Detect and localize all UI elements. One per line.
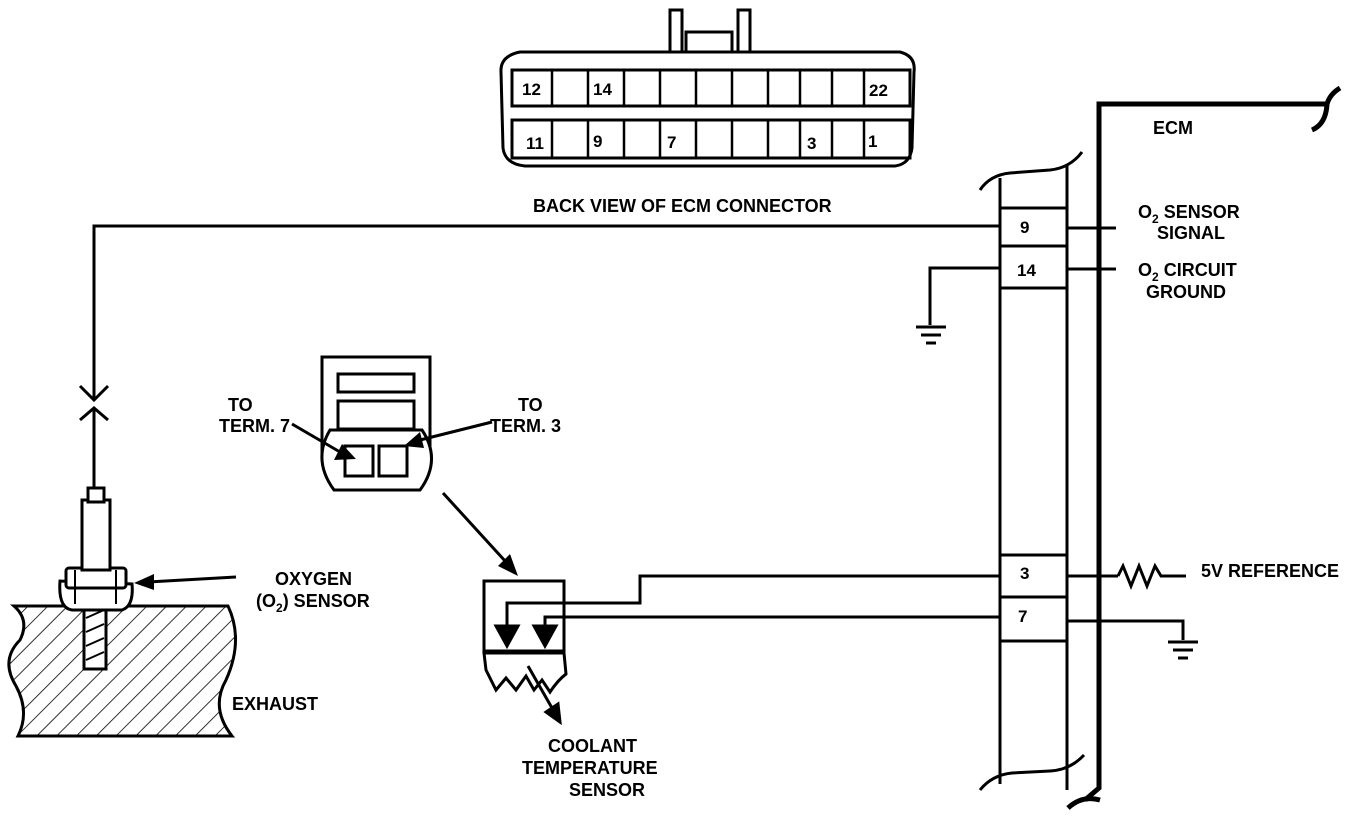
to-term3-label-line2: TERM. 3 bbox=[490, 416, 561, 436]
connector-to-sensor-arrow bbox=[441, 491, 518, 576]
o2-signal-wire bbox=[78, 224, 1000, 488]
cavity-label-11: 11 bbox=[526, 134, 544, 153]
reference-label: 5V REFERENCE bbox=[1201, 561, 1339, 581]
terminal-14: 14 bbox=[1017, 261, 1036, 280]
coolant-sensor-connector bbox=[320, 355, 433, 492]
terminal-3: 3 bbox=[1020, 564, 1029, 583]
ecm-harness bbox=[978, 151, 1086, 791]
o2-signal-label-line2: SIGNAL bbox=[1157, 223, 1225, 243]
to-term7-label-line2: TERM. 7 bbox=[219, 416, 290, 436]
connector-cavities bbox=[550, 70, 866, 158]
ground-symbol-ecm bbox=[1168, 640, 1198, 660]
cavity-label-3: 3 bbox=[807, 134, 816, 153]
oxygen-sensor-pointer bbox=[134, 574, 237, 590]
o2-ground-wire bbox=[916, 266, 1000, 345]
cavity-label-14: 14 bbox=[593, 80, 612, 99]
o2-signal-label-line1: O2 SENSOR bbox=[1138, 202, 1240, 226]
resistor-symbol bbox=[1116, 561, 1186, 591]
ecm-label: ECM bbox=[1153, 118, 1193, 138]
oxygen-sensor bbox=[58, 486, 134, 671]
coolant-sensor-label-line1: COOLANT bbox=[548, 736, 637, 756]
coolant-sensor-label-line3: SENSOR bbox=[569, 780, 645, 800]
oxygen-sensor-label-line2: (O2) SENSOR bbox=[256, 591, 370, 615]
cavity-label-7: 7 bbox=[667, 133, 676, 152]
coolant-sensor-label-line2: TEMPERATURE bbox=[522, 758, 658, 778]
exhaust-pipe bbox=[7, 604, 238, 738]
connector-caption: BACK VIEW OF ECM CONNECTOR bbox=[533, 196, 832, 216]
coolant-sensor-wires bbox=[505, 574, 1000, 626]
cavity-label-22: 22 bbox=[869, 81, 888, 100]
ecm-internal-wires bbox=[1067, 226, 1186, 640]
to-term3-label-line1: TO bbox=[518, 395, 543, 415]
oxygen-sensor-label-line1: OXYGEN bbox=[275, 569, 352, 589]
ecm-boundary bbox=[1066, 85, 1342, 810]
cavity-label-1: 1 bbox=[868, 132, 877, 151]
o2-ground-label-line2: GROUND bbox=[1146, 282, 1226, 302]
cavity-label-9: 9 bbox=[593, 132, 602, 151]
term3-pointer bbox=[404, 420, 493, 448]
o2-ground-label-line1: O2 CIRCUIT bbox=[1138, 260, 1237, 284]
to-term7-label-line1: TO bbox=[228, 395, 253, 415]
terminal-9: 9 bbox=[1020, 218, 1029, 237]
ecm-connector bbox=[499, 8, 916, 168]
cavity-label-12: 12 bbox=[522, 80, 541, 99]
term7-pointer bbox=[291, 422, 356, 460]
exhaust-label: EXHAUST bbox=[232, 694, 318, 714]
terminal-7: 7 bbox=[1018, 607, 1027, 626]
